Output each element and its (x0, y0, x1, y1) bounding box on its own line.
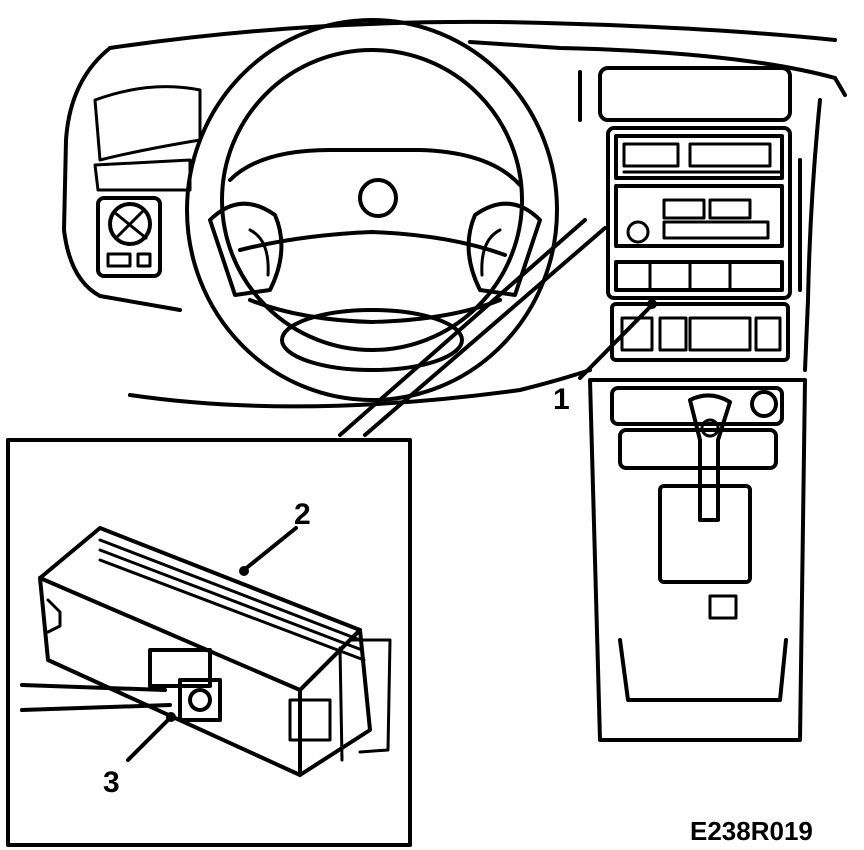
light-switch (96, 196, 162, 278)
radio-unit-detail (20, 526, 392, 777)
callout-label-3: 3 (103, 766, 120, 799)
callout-2-dot (239, 566, 249, 576)
callout-3-dot (166, 712, 176, 722)
callout-3-leader (126, 716, 172, 762)
center-console (588, 378, 807, 742)
figure-reference-code: E238R019 (690, 816, 813, 846)
callout-1-dot (647, 299, 657, 309)
callout-1-leader (578, 303, 654, 380)
inset-leader-line-b (363, 226, 607, 437)
detail-inset-frame (6, 438, 412, 847)
callout-label-2: 2 (294, 498, 311, 531)
steering-wheel (185, 18, 559, 402)
inset-leader-line-a (338, 218, 587, 437)
radio-center-stack (578, 66, 802, 362)
callout-2-leader (242, 526, 298, 572)
callout-label-1: 1 (553, 383, 570, 416)
dashboard-panel (62, 19, 847, 409)
